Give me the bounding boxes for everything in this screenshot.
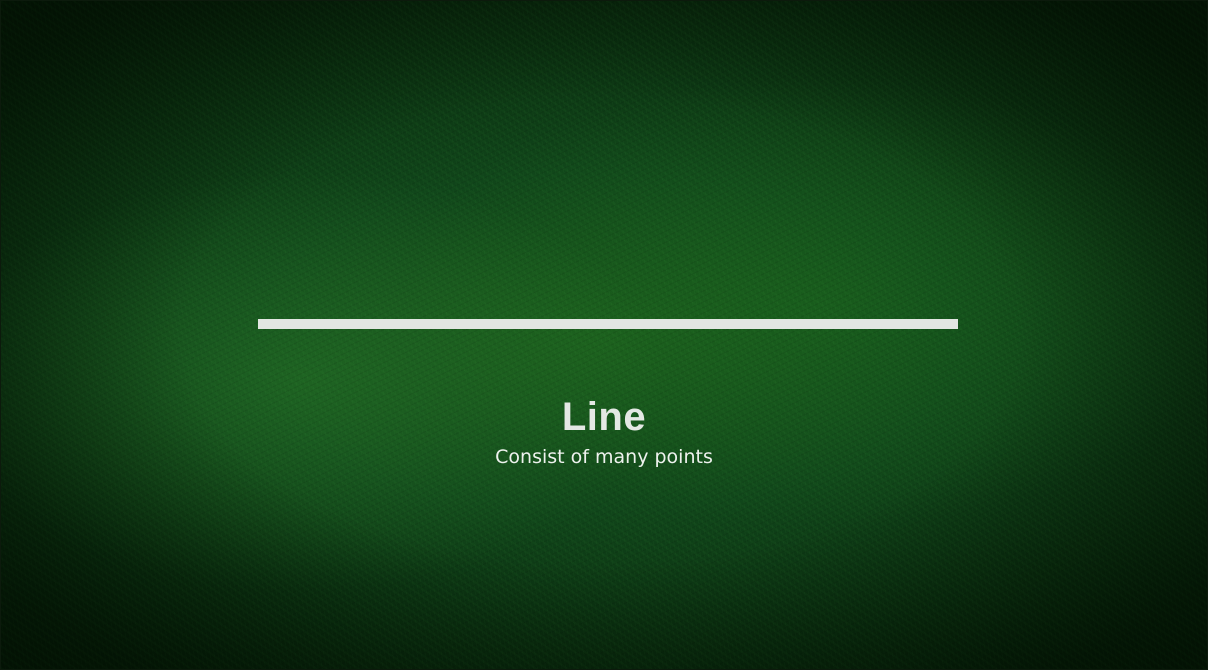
slide-subtitle: Consist of many points [495, 446, 713, 468]
horizontal-line [258, 319, 958, 329]
slide-title: Line [561, 395, 647, 439]
